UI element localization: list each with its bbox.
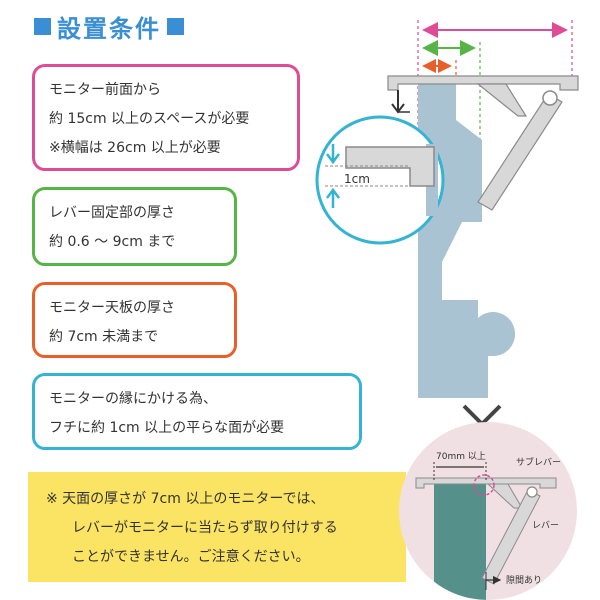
condition-text: フチに約 1cm 以上の平らな面が必要	[49, 420, 285, 436]
ng-illustration: 70mm 以上 サブレバー レバー 隙間あり	[399, 422, 577, 600]
title-square-left	[34, 17, 51, 35]
notice-text: ※ 天面の厚さが 7cm 以上のモニターでは、	[46, 491, 325, 507]
ng-sub-lever-label: サブレバー	[516, 456, 561, 468]
condition-text: モニターの縁にかける為、	[49, 391, 217, 407]
condition-text: レバー固定部の厚さ	[49, 205, 175, 221]
ng-gap-label: 隙間あり	[506, 574, 542, 586]
edge-zoom-inset: 1cm	[315, 115, 445, 245]
title-square-right	[167, 17, 184, 35]
condition-box-front-space: モニター前面から 約 15cm 以上のスペースが必要 ※横幅は 26cm 以上が…	[32, 64, 300, 171]
condition-text: 約 15cm 以上のスペースが必要	[49, 111, 250, 127]
condition-box-lever-thickness: レバー固定部の厚さ 約 0.6 ～ 9cm まで	[32, 187, 237, 266]
page-title: 設置条件	[34, 10, 184, 43]
notice-text: ことができません。ご注意ください。	[72, 549, 310, 565]
bracket-ok	[387, 75, 579, 211]
notice-text: レバーがモニターに当たらず取り付けする	[72, 520, 338, 536]
condition-box-top-thickness: モニター天板の厚さ 約 7cm 未満まで	[32, 282, 237, 358]
title-text: 設置条件	[57, 14, 161, 43]
condition-text: モニター天板の厚さ	[49, 300, 175, 316]
condition-text: ※横幅は 26cm 以上が必要	[49, 140, 221, 156]
condition-box-edge-surface: モニターの縁にかける為、 フチに約 1cm 以上の平らな面が必要	[32, 373, 362, 450]
condition-text: 約 0.6 ～ 9cm まで	[49, 234, 176, 250]
condition-text: 約 7cm 未満まで	[49, 329, 159, 345]
ng-measure-label: 70mm 以上	[436, 451, 486, 462]
condition-text: モニター前面から	[49, 82, 161, 98]
notice-panel: ※ 天面の厚さが 7cm 以上のモニターでは、 レバーがモニターに当たらず取り付…	[28, 472, 406, 582]
inset-1cm-label: 1cm	[344, 172, 370, 186]
ng-lever-label: レバー	[532, 520, 559, 531]
monitor-silhouette	[418, 82, 516, 398]
top-thickness-dimension-orange	[422, 59, 457, 80]
